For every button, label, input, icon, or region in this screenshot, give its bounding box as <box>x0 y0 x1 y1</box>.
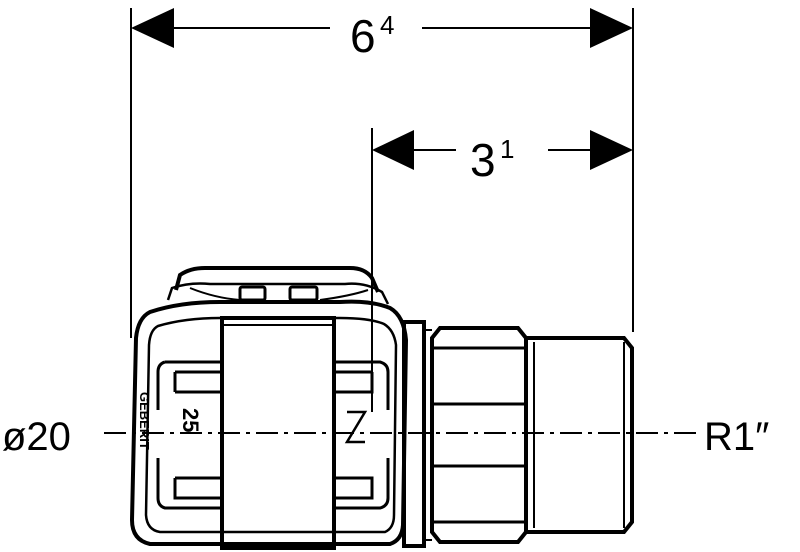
flow-direction-icon <box>344 410 368 444</box>
dimension-partial: 3 1 <box>372 130 633 186</box>
thread-label: R1″ <box>704 415 769 459</box>
arrow-right-icon <box>590 130 633 170</box>
arrow-right-icon <box>590 8 633 48</box>
dimension-overall: 6 4 <box>131 8 633 62</box>
size-number-label: 25 <box>178 408 203 432</box>
arrow-left-icon <box>372 130 414 170</box>
dimension-partial-value: 3 <box>470 134 496 186</box>
dimension-overall-value: 6 <box>350 10 376 62</box>
threaded-end <box>526 336 634 534</box>
diameter-label: ø20 <box>2 415 71 459</box>
fitting-body: 25 GEBERIT <box>129 266 409 550</box>
dimension-partial-sup: 1 <box>500 134 514 164</box>
brand-label: GEBERIT <box>137 392 152 450</box>
hex-nut <box>430 326 528 544</box>
arrow-left-icon <box>131 8 174 48</box>
dimension-overall-sup: 4 <box>380 10 394 40</box>
